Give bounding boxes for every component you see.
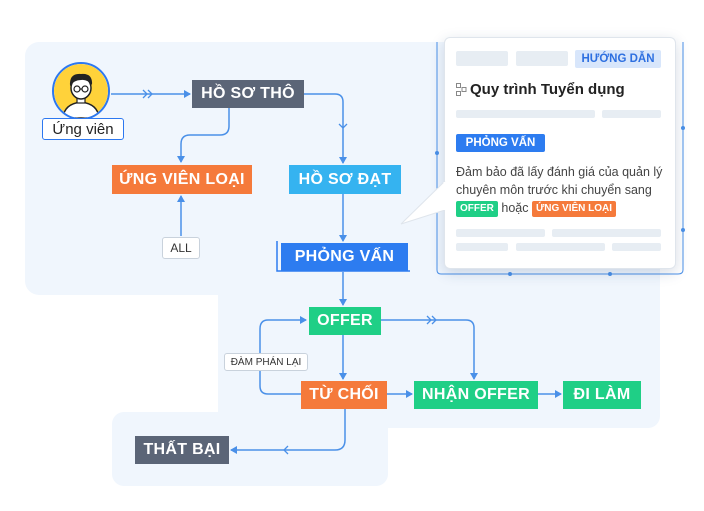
card-stage-badge: PHỎNG VẤN [456, 134, 545, 152]
card-pointer [400, 180, 447, 225]
candidate-label: Ứng viên [42, 118, 124, 140]
node-tu-choi[interactable]: TỪ CHỐI [301, 381, 387, 409]
node-offer[interactable]: OFFER [309, 307, 381, 335]
candidate-avatar [52, 62, 110, 120]
card-description-or: hoặc [501, 201, 529, 215]
node-ho-so-tho[interactable]: HỒ SƠ THÔ [192, 80, 304, 108]
card-placeholder [456, 51, 508, 66]
card-placeholder [602, 110, 661, 118]
card-badge: HƯỚNG DẪN [575, 50, 661, 68]
node-di-lam[interactable]: ĐI LÀM [563, 381, 641, 409]
node-ho-so-dat[interactable]: HỒ SƠ ĐẠT [289, 165, 401, 194]
tag-dam-phan-lai: ĐÀM PHÁN LẠI [224, 353, 308, 371]
node-ung-vien-loai[interactable]: ỨNG VIÊN LOẠI [112, 165, 252, 194]
card-placeholder [612, 243, 661, 251]
card-description-text: Đảm bảo đã lấy đánh giá của quản lý chuy… [456, 165, 663, 197]
node-that-bai[interactable]: THẤT BẠI [135, 436, 229, 464]
card-description: Đảm bảo đã lấy đánh giá của quản lý chuy… [456, 163, 666, 217]
card-placeholder [456, 243, 508, 251]
node-nhan-offer[interactable]: NHẬN OFFER [414, 381, 538, 409]
card-placeholder [516, 243, 605, 251]
card-placeholder [456, 229, 545, 237]
tag-all: ALL [162, 237, 200, 259]
card-placeholder [516, 51, 568, 66]
person-icon [54, 64, 108, 118]
card-title: Quy trình Tuyển dụng [470, 81, 625, 98]
offer-pill: OFFER [456, 201, 498, 217]
card-placeholder [552, 229, 661, 237]
card-placeholder [456, 110, 595, 118]
node-phong-van[interactable]: PHỎNG VẤN [281, 243, 408, 271]
workflow-icon [456, 83, 467, 96]
rejected-pill: ỨNG VIÊN LOẠI [531, 201, 617, 217]
